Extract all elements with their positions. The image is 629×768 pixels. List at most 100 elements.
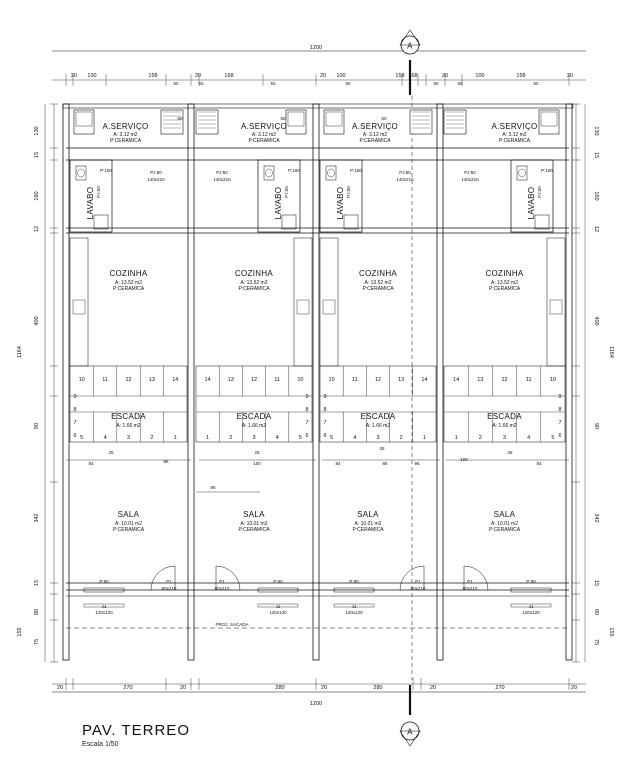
kitchen-counter <box>293 237 313 367</box>
section-marker-arrow <box>399 730 421 747</box>
door-p1-size: 80x210 <box>411 586 426 591</box>
cozinha-floor: P:CERAMICA <box>489 286 521 292</box>
left-dim: 160 <box>34 191 40 200</box>
servico-name: A.SERVIÇO <box>352 122 398 131</box>
top-segment-dim: 20 <box>442 73 448 79</box>
bottom-segment-dim: 280 <box>373 685 382 691</box>
stair-step-number: 13 <box>398 377 404 383</box>
window-size: 140x210 <box>213 177 231 182</box>
section-marker-arrow <box>399 29 421 46</box>
sink <box>325 165 337 181</box>
stair-step-number: 5 <box>330 435 333 441</box>
inner-dimension: 25 <box>108 450 114 455</box>
sala-name: SALA <box>494 510 516 519</box>
tanque <box>285 109 307 135</box>
inner-dimension: 25 <box>254 450 260 455</box>
window-size: 140x210 <box>396 177 414 182</box>
stair-step-number: 7 <box>73 420 76 426</box>
sala-floor: P:CERAMICA <box>489 527 521 533</box>
stair-step-number: 3 <box>376 435 379 441</box>
toilet <box>534 214 550 230</box>
right-total-dim: 1164 <box>608 346 614 358</box>
bottom-segment-dim: 270 <box>495 685 504 691</box>
stair-step-number: 1 <box>455 435 458 441</box>
sub-dim-50: 50 <box>433 81 439 86</box>
stair-step-number: 9 <box>305 394 308 400</box>
boiler <box>195 109 219 135</box>
stair-step-number: 10 <box>297 377 303 383</box>
rear-wall <box>62 103 574 109</box>
sala-area: A: 10.01 m2 <box>355 521 382 527</box>
door-p160: P:160 <box>541 168 553 173</box>
inner-dimension: 86 <box>382 461 388 466</box>
section-marker-letter: A <box>407 728 413 737</box>
door-swing <box>215 565 241 591</box>
stair-step-number: 10 <box>79 377 85 383</box>
cozinha-area: A: 13.52 m2 <box>491 280 518 286</box>
sala-floor: P:CERAMICA <box>113 527 145 533</box>
kitchen-counter <box>69 237 89 367</box>
right-dim: 160 <box>593 191 599 200</box>
servico-name: A.SERVIÇO <box>241 122 287 131</box>
section-marker-letter: A <box>407 42 413 51</box>
window-j1-size: 120x120 <box>95 610 113 615</box>
servico-area: A: 3.12 m2 <box>502 132 526 138</box>
front-window-frame <box>333 603 375 608</box>
lavabo-name: LAVABO <box>86 187 95 220</box>
lavabo-room <box>510 159 554 233</box>
tanque <box>323 109 345 135</box>
right-dim: 80 <box>593 609 599 615</box>
stair-step-number: 1 <box>206 435 209 441</box>
lavabo-room <box>69 159 113 233</box>
window-j1-label: J1 <box>276 604 281 609</box>
top-segment-dim: 158 <box>395 73 404 79</box>
toilet <box>93 214 109 230</box>
servico-area: A: 3.12 m2 <box>363 132 387 138</box>
sub-dim-50: 50 <box>457 81 463 86</box>
inner-dimension: 25 <box>507 450 513 455</box>
bottom-segment-dim: 20 <box>321 685 327 691</box>
top-segment-dim: 168 <box>408 73 417 79</box>
cozinha-area: A: 13.52 m2 <box>365 280 392 286</box>
left-dim: 15 <box>34 580 40 586</box>
stair-step-number: 7 <box>558 420 561 426</box>
stair-step-number: 9 <box>323 394 326 400</box>
stair-step-number: 8 <box>305 407 308 413</box>
overall-width-top: 1200 <box>310 45 322 51</box>
stair-step-number: 5 <box>299 435 302 441</box>
front-window <box>510 587 552 593</box>
cozinha-area: A: 13.52 m2 <box>115 280 142 286</box>
door-p1-size: 80x210 <box>463 586 478 591</box>
top-segment-dim: 20 <box>71 73 77 79</box>
stair-step-number: 8 <box>323 407 326 413</box>
sink-bowl <box>265 168 273 178</box>
servico-name: A.SERVIÇO <box>491 122 537 131</box>
sala-name: SALA <box>357 510 379 519</box>
left-dim: 90 <box>34 423 40 429</box>
door-p1-size: 80x210 <box>215 586 230 591</box>
stair-step-number: 12 <box>125 377 131 383</box>
right-dim: 75 <box>593 639 599 645</box>
window-label: PJ:50 <box>150 170 162 175</box>
party-wall <box>565 103 573 661</box>
door-p1-label: P1 <box>467 579 473 584</box>
door-p90: P:90 <box>526 579 536 584</box>
stair-step-number: 2 <box>150 435 153 441</box>
lavabo-room <box>319 159 363 233</box>
front-window-frame <box>83 603 125 608</box>
stair-step-number: 12 <box>501 377 507 383</box>
door-swing <box>399 565 425 591</box>
stair-step-number: 3 <box>252 435 255 441</box>
stair-step-number: 9 <box>558 394 561 400</box>
sub-dim-50: 50 <box>345 81 351 86</box>
stair-step-number: 14 <box>421 377 427 383</box>
window-j1-size: 120x120 <box>345 610 363 615</box>
left-total-dim: 1164 <box>17 346 23 358</box>
bottom-segment-dim: 20 <box>571 685 577 691</box>
sacada-label: PROJ. SACADA <box>215 622 248 627</box>
stair-step-number: 7 <box>323 420 326 426</box>
tanque <box>538 109 560 135</box>
stair-step-number: 4 <box>104 435 107 441</box>
right-dim: 15 <box>593 152 599 158</box>
